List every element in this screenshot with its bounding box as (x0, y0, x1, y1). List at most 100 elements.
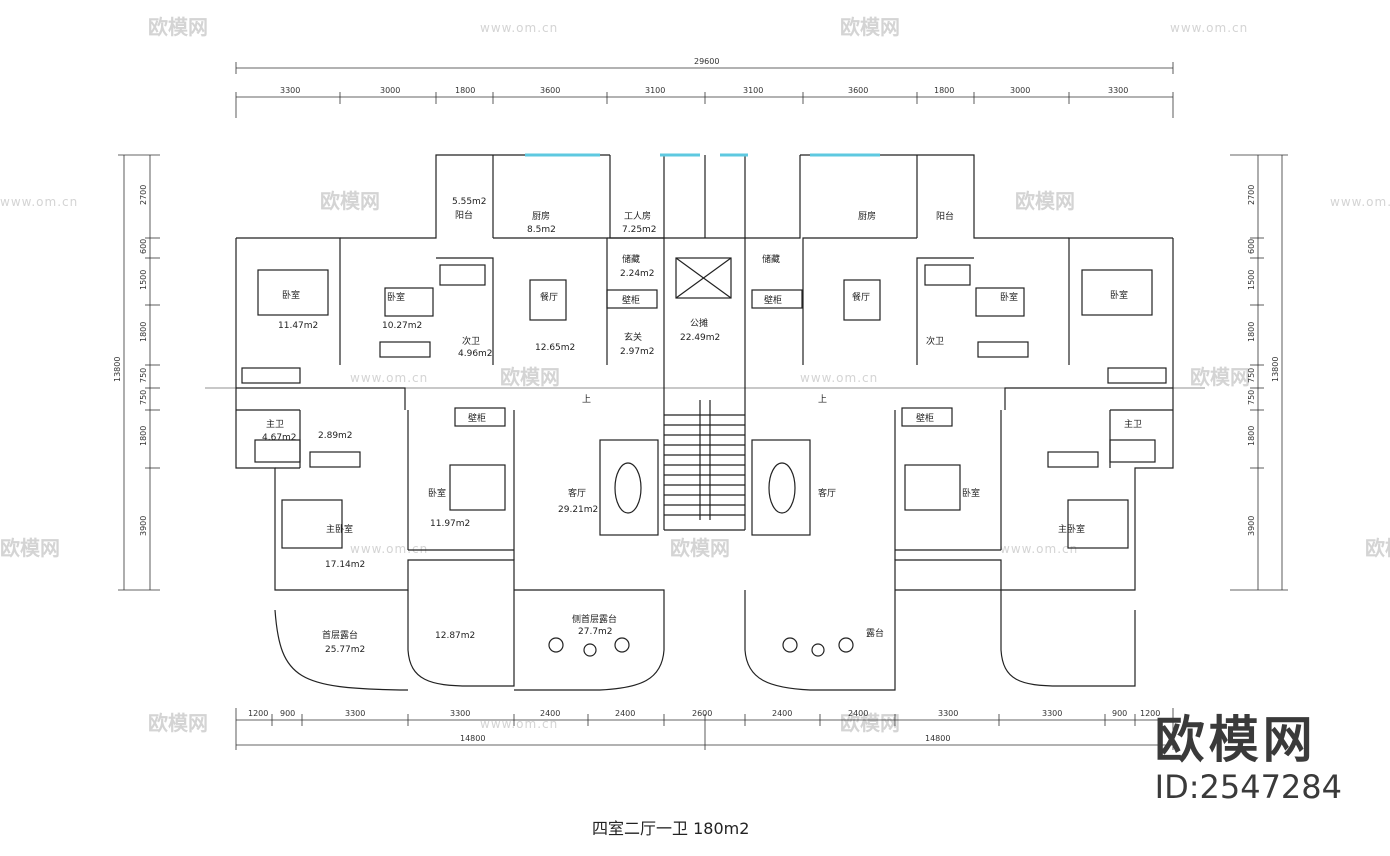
dim-label: 600 (139, 239, 148, 254)
dim-label: 1800 (1247, 322, 1256, 342)
dim-label: 3300 (1042, 709, 1062, 718)
bottom-total-left: 14800 (460, 734, 485, 743)
room-name: 壁柜 (468, 412, 486, 424)
watermark-item: 欧模网 (320, 189, 380, 213)
room-area: 2.97m2 (620, 347, 655, 357)
svg-text:欧模网: 欧模网 (148, 15, 208, 39)
room-name: 卧室 (387, 291, 405, 303)
svg-text:欧模网: 欧模网 (148, 711, 208, 735)
dim-label: 600 (1247, 239, 1256, 254)
room-name: 客厅 (818, 487, 836, 499)
left-dim-labels: 2700 600 1500 1800 750 750 1800 3900 138… (113, 185, 148, 536)
room-name: 储藏 (622, 253, 640, 265)
watermark-url: www.om.cn (480, 21, 558, 35)
public-area-value: 22.49m2 (680, 333, 720, 343)
room-labels-right: 厨房 阳台 储藏 壁柜 餐厅 卧室 卧室 次卫 主卫 壁柜 卧室 客厅 主卧室 … (762, 210, 1142, 639)
room-name: 主卫 (266, 418, 284, 430)
dim-label: 750 (139, 368, 148, 383)
watermark-item: 欧模网 (0, 536, 60, 560)
dim-label: 3000 (1010, 86, 1030, 95)
dim-label: 3600 (848, 86, 868, 95)
dim-label: 3300 (938, 709, 958, 718)
top-dimensions (235, 62, 1174, 118)
room-area: 12.87m2 (435, 631, 475, 641)
room-name: 卧室 (1110, 289, 1128, 301)
room-name: 厨房 (532, 210, 550, 222)
watermark-url: www.om.cn (1330, 195, 1390, 209)
bottom-dimensions (235, 708, 1174, 750)
room-name: 卧室 (282, 289, 300, 301)
room-area: 4.96m2 (458, 349, 493, 359)
room-name: 卧室 (1000, 291, 1018, 303)
dim-label: 1200 (248, 709, 268, 718)
watermark-url: www.om.cn (1170, 21, 1248, 35)
svg-text:欧模网: 欧模网 (840, 15, 900, 39)
room-name: 壁柜 (764, 294, 782, 306)
room-area: 7.25m2 (622, 225, 657, 235)
room-name: 首层露台 (322, 629, 358, 641)
room-name: 厨房 (858, 210, 876, 222)
right-dim-labels: 2700 600 1500 1800 750 750 1800 3900 138… (1247, 185, 1280, 536)
watermarks: 欧模网 欧模网 欧模网 欧模网 欧模网 欧模网 欧模网 欧模网 欧模网 欧模网 … (0, 15, 1390, 735)
dim-label: 2400 (615, 709, 635, 718)
room-name: 主卫 (1124, 418, 1142, 430)
dim-label: 3900 (139, 516, 148, 536)
dim-label: 2400 (848, 709, 868, 718)
watermark-url: www.om.cn (350, 371, 428, 385)
room-name: 阳台 (455, 209, 473, 221)
watermark-url: www.om.cn (350, 542, 428, 556)
svg-text:欧模网: 欧模网 (840, 711, 900, 735)
room-area: 5.55m2 (452, 197, 487, 207)
room-area: 2.89m2 (318, 431, 353, 441)
room-name: 阳台 (936, 210, 954, 222)
room-name: 工人房 (624, 210, 651, 222)
dim-label: 3000 (380, 86, 400, 95)
watermark-item: 欧模网 (148, 15, 208, 39)
dim-label: 750 (1247, 390, 1256, 405)
watermark-item: 欧模网 (670, 536, 730, 560)
dim-label: 900 (1112, 709, 1127, 718)
dim-label: 2400 (540, 709, 560, 718)
dim-label: 1200 (1140, 709, 1160, 718)
watermark-url: www.om.cn (800, 371, 878, 385)
room-area: 11.47m2 (278, 321, 318, 331)
watermark-item: 欧模网 (1015, 189, 1075, 213)
room-name: 主卧室 (326, 523, 353, 535)
dim-label: 1800 (934, 86, 954, 95)
top-dim-labels: 3300 3000 1800 3600 3100 3100 3600 1800 … (280, 86, 1128, 95)
watermark-item: 欧模网 (1190, 365, 1250, 389)
room-labels-left: 5.55m2 阳台 厨房 8.5m2 工人房 7.25m2 储藏 2.24m2 … (262, 197, 657, 655)
dim-label: 3300 (280, 86, 300, 95)
bottom-total-right: 14800 (925, 734, 950, 743)
left-dimensions (118, 154, 160, 591)
watermark-item: 欧模网 (1365, 536, 1390, 560)
dim-label: 1500 (139, 270, 148, 290)
right-total-label: 13800 (1271, 357, 1280, 382)
stair-up-label-left: 上 (582, 394, 591, 405)
brand-name: 欧模网 (1154, 711, 1317, 769)
dim-label: 2700 (1247, 185, 1256, 205)
svg-text:欧模网: 欧模网 (500, 365, 560, 389)
watermark-item: 欧模网 (840, 711, 900, 735)
dim-label: 900 (280, 709, 295, 718)
watermark-item: 欧模网 (500, 365, 560, 389)
watermark-item: 欧模网 (148, 711, 208, 735)
room-area: 4.67m2 (262, 433, 297, 443)
svg-text:欧模网: 欧模网 (1015, 189, 1075, 213)
right-dimensions (1230, 154, 1288, 591)
overall-width-label: 29600 (694, 57, 719, 66)
room-name: 次卫 (926, 335, 944, 347)
dim-label: 1800 (455, 86, 475, 95)
dim-label: 2600 (692, 709, 712, 718)
watermark-url: www.om.cn (480, 717, 558, 731)
room-name: 卧室 (428, 487, 446, 499)
room-name: 餐厅 (852, 291, 870, 303)
dim-label: 1800 (1247, 426, 1256, 446)
svg-text:欧模网: 欧模网 (320, 189, 380, 213)
room-name: 次卫 (462, 335, 480, 347)
room-area: 10.27m2 (382, 321, 422, 331)
dim-label: 3900 (1247, 516, 1256, 536)
public-area: 公摊 22.49m2 (680, 317, 720, 343)
svg-text:欧模网: 欧模网 (0, 536, 60, 560)
